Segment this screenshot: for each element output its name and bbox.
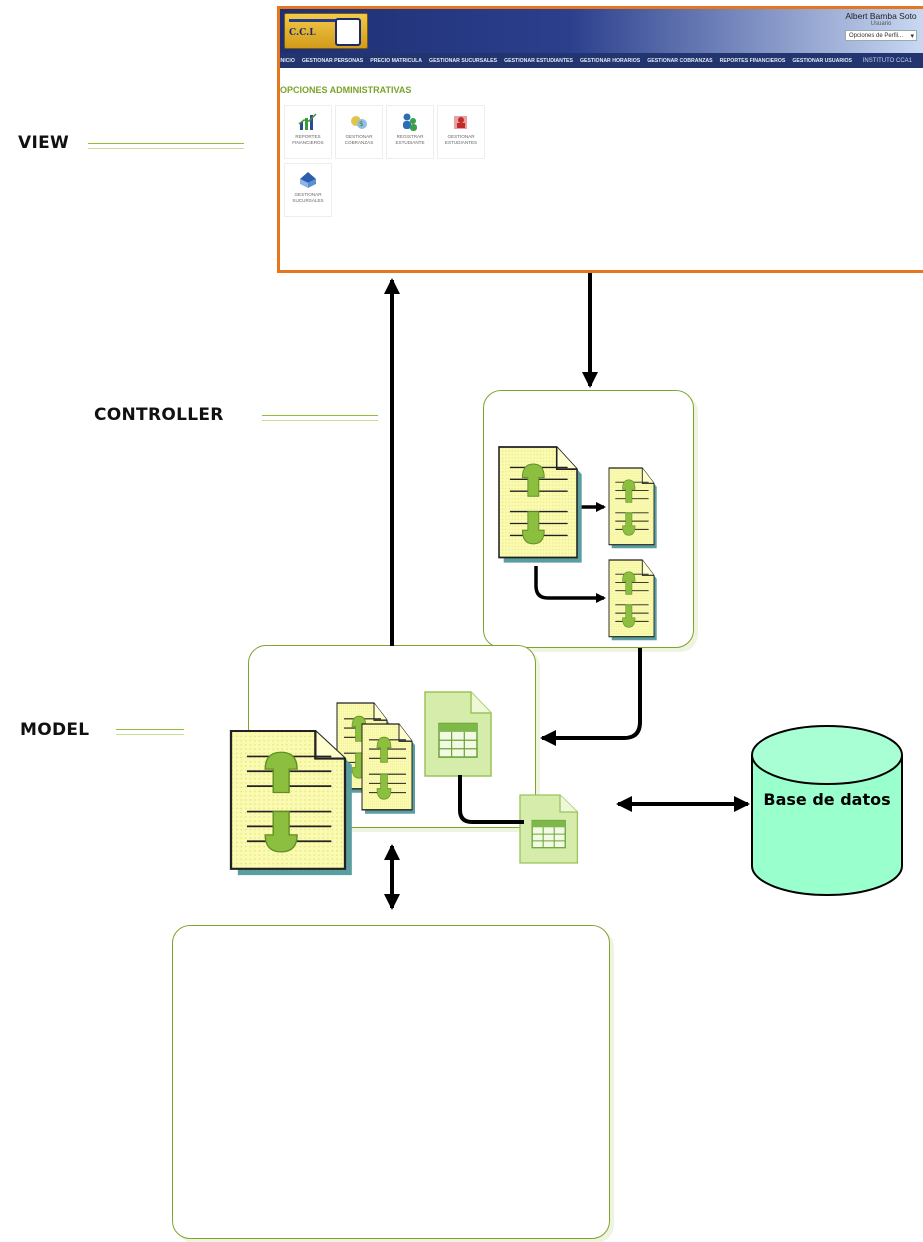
logo-text: C.C.L [289, 28, 316, 38]
tile-label: GESTIONAR SUCURSALES [292, 192, 324, 203]
chart-icon [298, 113, 317, 130]
data-layer-box [172, 925, 610, 1239]
nav-gestionar-cobranzas[interactable]: GESTIONAR COBRANZAS [647, 57, 713, 64]
svg-text:$: $ [359, 120, 363, 128]
tile-gestionar-sucursales[interactable]: GESTIONAR SUCURSALES [284, 163, 332, 217]
nav-inicio[interactable]: INICIO [279, 57, 295, 64]
money-icon: $ [351, 116, 367, 129]
nav-gestionar-sucursales[interactable]: GESTIONAR SUCURSALES [429, 57, 498, 64]
nav-gestionar-usuarios[interactable]: GESTIONAR USUARIOS [792, 57, 853, 64]
view-label-line-2 [88, 148, 244, 149]
controller-document-icon-2 [608, 559, 658, 641]
profile-select[interactable]: Opciones de Perfil... [845, 30, 917, 42]
users-icon [403, 113, 417, 131]
nav-precio-matricula[interactable]: PRECIO MATRICULA [370, 57, 423, 64]
student-icon [454, 116, 467, 129]
arrow-doc-to-doc-2 [534, 566, 606, 603]
app-header: C.C.L Albert Bamba Soto Usuario Opciones… [280, 9, 923, 53]
tile-label: REGISTRAR ESTUDIANTE [395, 134, 425, 145]
section-title: OPCIONES ADMINISTRATIVAS [280, 85, 412, 95]
view-screenshot: C.C.L Albert Bamba Soto Usuario Opciones… [277, 6, 923, 273]
data-layer-document-icon [229, 729, 353, 877]
user-panel: Albert Bamba Soto Usuario Opciones de Pe… [845, 11, 917, 42]
tile-registrar-estudiante[interactable]: REGISTRAR ESTUDIANTE [386, 105, 434, 159]
nav-gestionar-horarios[interactable]: GESTIONAR HORARIOS [579, 57, 641, 64]
model-document-icon-front [361, 723, 416, 815]
app-logo: C.C.L [284, 13, 368, 49]
tile-label: GESTIONAR ESTUDIANTES [444, 134, 478, 145]
tile-reportes-financieros[interactable]: REPORTES FINANCIEROS [284, 105, 332, 159]
model-label: MODEL [20, 720, 90, 740]
database-label: Base de datos [763, 790, 891, 809]
controller-main-document-icon [498, 446, 583, 564]
app-nav: INICIO GESTIONAR PERSONAS PRECIO MATRICU… [280, 53, 923, 68]
tile-label: REPORTES FINANCIEROS [292, 134, 324, 145]
tile-gestionar-cobranzas[interactable]: $ GESTIONAR COBRANZAS [335, 105, 383, 159]
controller-label-line [262, 415, 378, 416]
view-label-line [88, 143, 244, 144]
institute-label: INSTITUTO CCA1 [862, 57, 912, 64]
logo-seal-icon [335, 18, 361, 46]
controller-label-line-2 [262, 420, 378, 421]
spreadsheet-icon-1 [424, 691, 492, 777]
tile-gestionar-estudiantes[interactable]: GESTIONAR ESTUDIANTES [437, 105, 485, 159]
nav-reportes-financieros[interactable]: REPORTES FINANCIEROS [719, 57, 786, 64]
connector-sheet-line [458, 775, 524, 824]
user-role: Usuario [870, 21, 892, 27]
arrow-controller-to-model [540, 648, 642, 746]
database-cylinder-icon [751, 725, 903, 896]
user-name: Albert Bamba Soto [845, 11, 917, 21]
nav-gestionar-personas[interactable]: GESTIONAR PERSONAS [301, 57, 364, 64]
controller-document-icon-1 [608, 467, 658, 549]
view-label: VIEW [18, 133, 70, 153]
controller-label: CONTROLLER [94, 405, 224, 425]
nav-gestionar-estudiantes[interactable]: GESTIONAR ESTUDIANTES [504, 57, 573, 64]
model-label-line-2 [116, 734, 184, 735]
spreadsheet-icon-2 [519, 794, 579, 864]
model-label-line [116, 729, 184, 730]
branch-icon [300, 172, 316, 188]
tile-label: GESTIONAR COBRANZAS [344, 134, 374, 145]
